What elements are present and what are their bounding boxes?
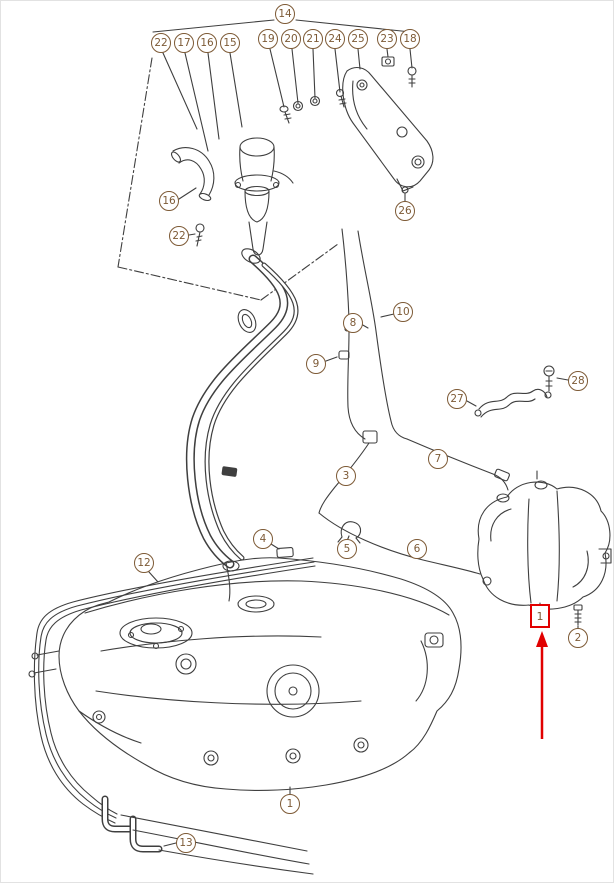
callout-12[interactable]: 12 xyxy=(134,553,154,573)
callout-24[interactable]: 24 xyxy=(325,29,345,49)
callout-22[interactable]: 22 xyxy=(169,226,189,246)
callout-22[interactable]: 22 xyxy=(151,33,171,53)
callout-4[interactable]: 4 xyxy=(253,529,273,549)
callout-10[interactable]: 10 xyxy=(393,302,413,322)
callout-7[interactable]: 7 xyxy=(428,449,448,469)
callout-25[interactable]: 25 xyxy=(348,29,368,49)
callout-17[interactable]: 17 xyxy=(174,33,194,53)
callout-15[interactable]: 15 xyxy=(220,33,240,53)
callout-9[interactable]: 9 xyxy=(306,354,326,374)
callout-1[interactable]: 1 xyxy=(280,794,300,814)
callout-18[interactable]: 18 xyxy=(400,29,420,49)
callout-21[interactable]: 21 xyxy=(303,29,323,49)
highlight-arrow xyxy=(536,631,548,739)
highlighted-callout-1[interactable]: 1 xyxy=(530,604,550,628)
highlight-arrow-head xyxy=(536,631,548,647)
callout-8[interactable]: 8 xyxy=(343,313,363,333)
callout-14[interactable]: 14 xyxy=(275,4,295,24)
callout-6[interactable]: 6 xyxy=(407,539,427,559)
callout-20[interactable]: 20 xyxy=(281,29,301,49)
callout-3[interactable]: 3 xyxy=(336,466,356,486)
callout-2[interactable]: 2 xyxy=(568,628,588,648)
callout-28[interactable]: 28 xyxy=(568,371,588,391)
callout-26[interactable]: 26 xyxy=(395,201,415,221)
callout-16[interactable]: 16 xyxy=(159,191,179,211)
callout-27[interactable]: 27 xyxy=(447,389,467,409)
callout-5[interactable]: 5 xyxy=(337,539,357,559)
callout-19[interactable]: 19 xyxy=(258,29,278,49)
callout-16[interactable]: 16 xyxy=(197,33,217,53)
callout-13[interactable]: 13 xyxy=(176,833,196,853)
callout-23[interactable]: 23 xyxy=(377,29,397,49)
